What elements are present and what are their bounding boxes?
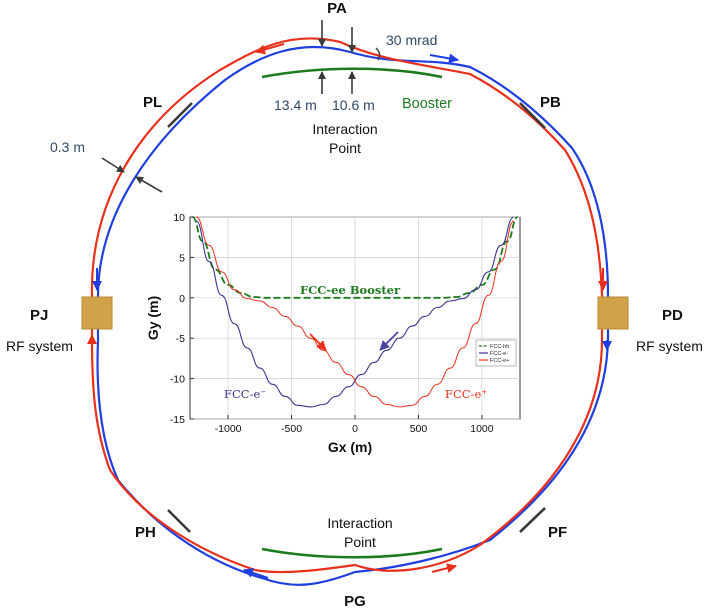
x-tick-label: -500: [281, 423, 302, 435]
arrow-red-bottom-right: [431, 563, 457, 574]
distance-right-label: 10.6 m: [332, 97, 375, 113]
chart-y-axis-label: Gy (m): [145, 296, 161, 340]
point-label-pj: PJ: [30, 307, 48, 324]
point-label-pf: PF: [548, 524, 567, 541]
chart-x-axis-label: Gx (m): [328, 439, 372, 455]
legend-entry-ep: FCC-e+: [490, 358, 509, 364]
straight-section-pb: [519, 102, 546, 129]
legend-entry-em: FCC-e-: [490, 351, 508, 357]
y-tick-label: 5: [179, 252, 185, 264]
ip-top-line1: Interaction: [312, 121, 377, 137]
point-label-pg: PG: [344, 593, 366, 610]
chart-series-layer: [192, 216, 518, 408]
chart-ticks: -1000 -500 0 500 1000 10 5 0 -5 -10 -15: [170, 212, 494, 435]
y-tick-label: 10: [173, 212, 185, 224]
y-tick-label: 0: [179, 293, 185, 305]
x-tick-label: -1000: [215, 423, 242, 435]
point-label-pd: PD: [662, 307, 683, 324]
point-label-pl: PL: [143, 94, 162, 111]
series-line-positron: [196, 216, 515, 408]
y-tick-label: -15: [170, 414, 185, 426]
chart-arrow-purple: [379, 331, 399, 351]
chart-arrow-red: [309, 333, 327, 351]
rf-box-right: [597, 296, 629, 330]
y-tick-label: -10: [170, 374, 185, 386]
annotation-electron: FCC-e⁻: [224, 387, 266, 401]
ip-bottom-line2: Point: [344, 534, 376, 550]
straight-section-pl: [167, 102, 193, 128]
y-tick-label: -5: [176, 333, 185, 345]
point-label-pa: PA: [327, 0, 347, 17]
straight-section-ph: [167, 509, 191, 533]
arrow-blue-top-right: [429, 53, 459, 64]
chart-legend: FCC-hh FCC-e- FCC-e+: [475, 339, 517, 367]
arrow-blue-bottom-left: [243, 568, 269, 579]
distance-left-label: 13.4 m: [274, 97, 317, 113]
annotation-booster: FCC-ee Booster: [300, 283, 401, 297]
mrad-label: 30 mrad: [386, 32, 437, 48]
arrow-red-top-left: [255, 43, 285, 55]
x-tick-label: 0: [352, 423, 358, 435]
annotation-positron: FCC-e⁺: [445, 387, 487, 401]
ip-bottom-line1: Interaction: [327, 515, 392, 531]
x-tick-label: 1000: [470, 423, 494, 435]
x-tick-label: 500: [410, 423, 428, 435]
booster-top: [261, 67, 443, 79]
legend-entry-hh: FCC-hh: [490, 344, 509, 350]
mrad-angle-mark: [375, 47, 381, 61]
booster-bottom: [261, 547, 443, 559]
pointer-arrow-offset-b: [135, 176, 163, 193]
rf-box-left: [81, 296, 113, 330]
rf-label-right: RF system: [636, 338, 703, 354]
ip-top-line2: Point: [329, 140, 361, 156]
inset-chart: -1000 -500 0 500 1000 10 5 0 -5 -10 -15 FCC-ee Boo…: [145, 212, 521, 455]
offset-label: 0.3 m: [50, 139, 85, 155]
booster-label: Booster: [402, 96, 452, 112]
series-line-booster: [192, 216, 518, 299]
rf-label-left: RF system: [6, 338, 73, 354]
pointer-arrow-offset-a: [101, 157, 125, 173]
positron-ring-path: [90, 37, 604, 574]
point-label-pb: PB: [540, 94, 561, 111]
point-label-ph: PH: [135, 524, 156, 541]
straight-section-pf: [519, 507, 546, 533]
